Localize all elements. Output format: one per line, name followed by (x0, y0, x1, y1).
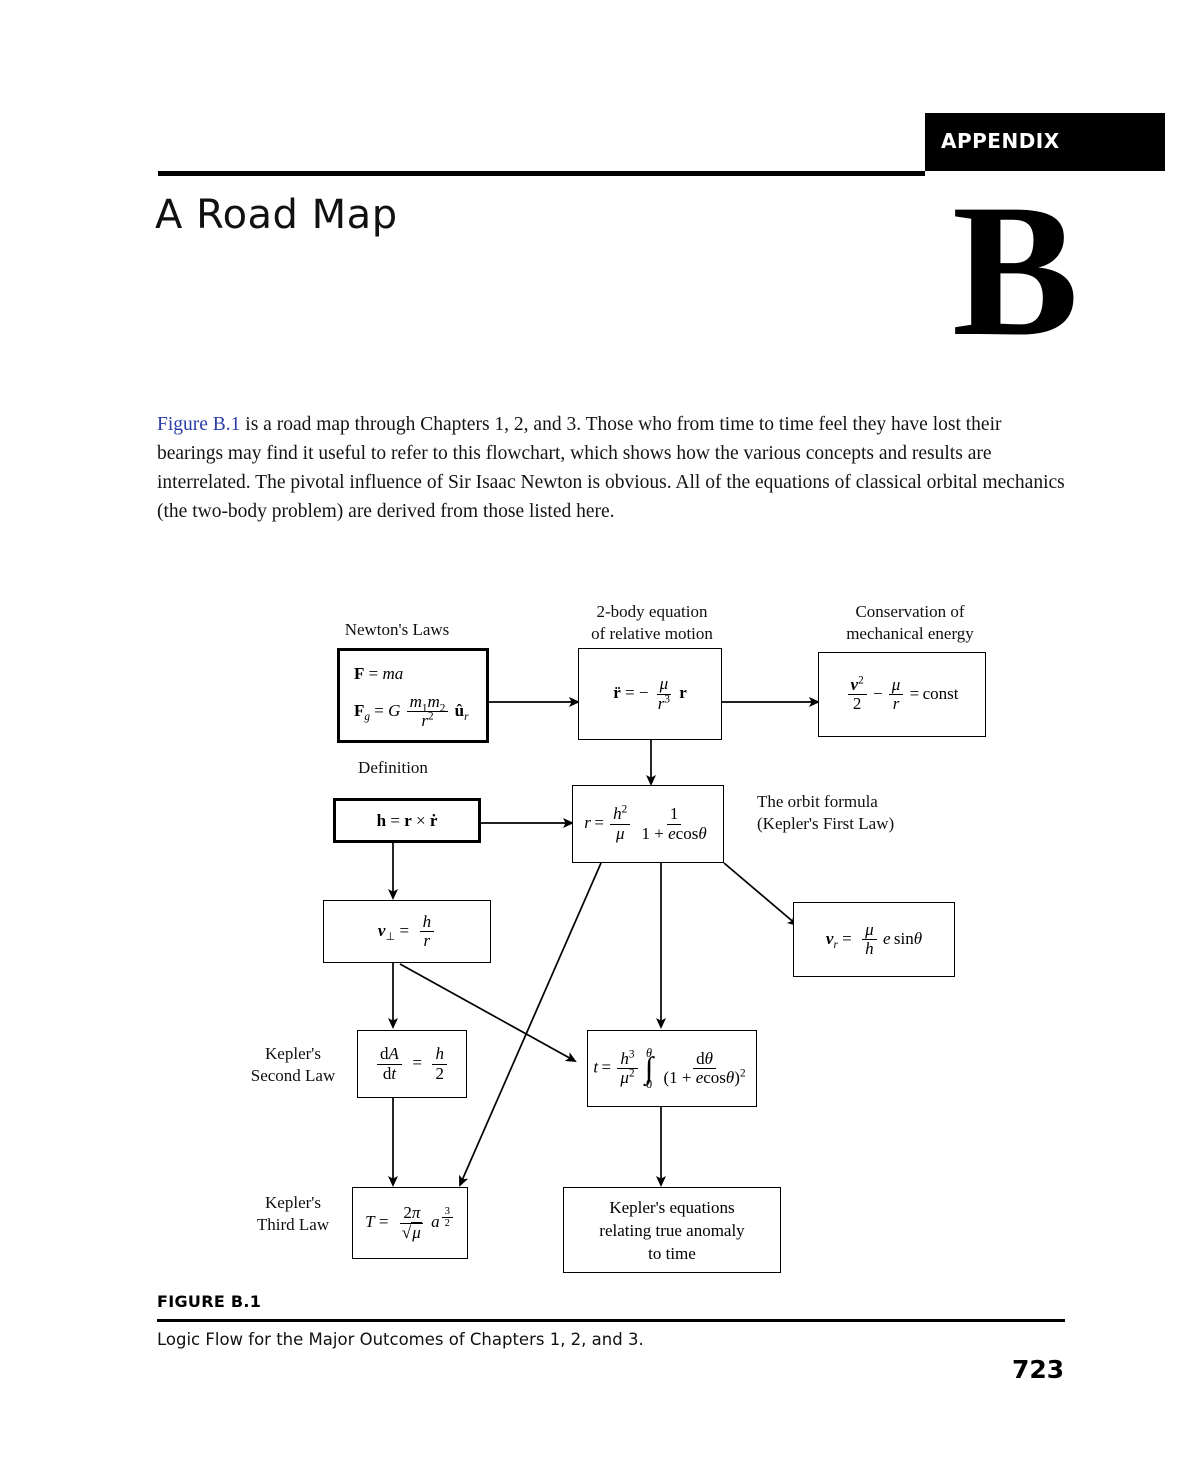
flowchart-figure: Newton's Laws 2-body equation of relativ… (0, 595, 1200, 1295)
figure-caption-text: Logic Flow for the Major Outcomes of Cha… (157, 1330, 644, 1349)
figure-number-label: FIGURE B.1 (157, 1292, 262, 1311)
kepler-equations-line3: to time (648, 1243, 696, 1263)
formula-angular-momentum: h = r × ṙ (376, 810, 438, 830)
label-kepler2-line1: Kepler's (265, 1044, 321, 1063)
label-kepler-third: Kepler's Third Law (228, 1192, 358, 1236)
edge-vperp-to-time (399, 963, 577, 1062)
page-title: A Road Map (155, 192, 398, 238)
intro-body: is a road map through Chapters 1, 2, and… (157, 413, 1065, 522)
figure-reference-link[interactable]: Figure B.1 (157, 413, 241, 435)
label-two-body-line2: of relative motion (591, 624, 713, 643)
appendix-banner: APPENDIX (925, 113, 1165, 171)
label-newtons-laws: Newton's Laws (344, 620, 450, 639)
formula-newton-second-law: F = ma (354, 663, 404, 683)
node-kepler-equations: Kepler's equations relating true anomaly… (563, 1187, 781, 1273)
kepler-equations-line2: relating true anomaly (599, 1220, 745, 1240)
node-angular-momentum-definition: h = r × ṙ (333, 798, 481, 843)
label-energy-line2: mechanical energy (846, 624, 974, 643)
kepler-equations-line1: Kepler's equations (609, 1197, 735, 1217)
page-number: 723 (1012, 1355, 1065, 1384)
label-energy-line1: Conservation of (855, 602, 965, 621)
label-two-body-line1: 2-body equation (596, 602, 708, 621)
label-two-body: 2-body equation of relative motion (562, 601, 742, 645)
figure-caption-divider (157, 1319, 1065, 1322)
flowchart-connectors (388, 697, 820, 1187)
header-divider (158, 171, 925, 176)
label-kepler2-line2: Second Law (250, 1066, 336, 1085)
label-kepler-second: Kepler's Second Law (228, 1043, 358, 1087)
label-orbit-line1: The orbit formula (757, 792, 878, 811)
label-kepler3-line2: Third Law (256, 1215, 330, 1234)
intro-paragraph: Figure B.1 is a road map through Chapter… (157, 410, 1067, 526)
label-orbit-line2: (Kepler's First Law) (757, 814, 895, 833)
label-definition: Definition (358, 758, 428, 777)
edge-orbit-to-vradial (723, 862, 799, 927)
label-energy: Conservation of mechanical energy (810, 601, 1010, 645)
edge-orbit-to-kepler3 (459, 862, 602, 1187)
label-orbit-formula: The orbit formula (Kepler's First Law) (757, 791, 987, 835)
appendix-letter: B (952, 166, 1079, 376)
appendix-label: APPENDIX (941, 129, 1060, 153)
label-kepler3-line1: Kepler's (265, 1193, 321, 1212)
